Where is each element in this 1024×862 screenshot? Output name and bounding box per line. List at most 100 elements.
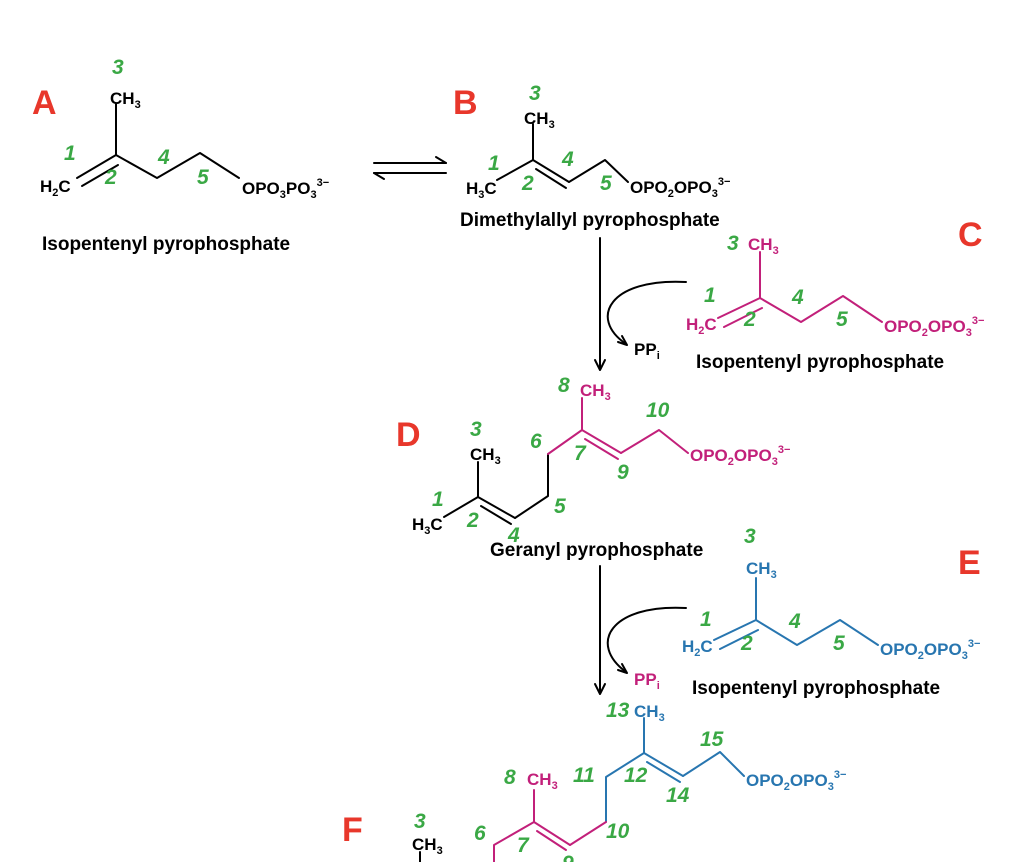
carbon-number: 6 <box>530 430 542 453</box>
carbon-chain <box>620 429 689 454</box>
carbon-number: 14 <box>666 784 690 807</box>
molecule-name: Dimethylallyl pyrophosphate <box>460 210 720 231</box>
methylene-label: H2C <box>682 637 713 659</box>
molecule-f-farnesyl-pyrophosphate: CH3 CH3 CH3 OPO2OPO33− 13 15 11 12 14 8 … <box>412 699 846 862</box>
methyl-label: CH3 <box>746 559 777 581</box>
methyl-label: CH3 <box>634 702 665 724</box>
methyl-label: CH3 <box>524 109 555 131</box>
pyrophosphate-release-label: PPi <box>634 340 660 362</box>
carbon-number: 5 <box>554 495 566 518</box>
carbon-number: 5 <box>833 632 845 655</box>
double-bond-inner <box>719 629 759 650</box>
carbon-number: 11 <box>573 764 595 787</box>
carbon-chain <box>568 159 629 183</box>
double-bond-outer <box>532 159 570 183</box>
double-bond-inner <box>535 168 567 189</box>
pyrophosphate-label: OPO2OPO33− <box>746 769 846 793</box>
carbon-number: 1 <box>432 488 444 511</box>
double-bond-outer <box>581 429 622 454</box>
carbon-number: 1 <box>704 284 716 307</box>
carbon-number: 2 <box>466 509 479 532</box>
pyrophosphate-label: OPO3PO33− <box>242 177 329 201</box>
bond <box>443 496 479 518</box>
carbon-number: 10 <box>646 399 670 422</box>
carbon-number: 5 <box>836 308 848 331</box>
reverse-arrowhead <box>373 172 385 180</box>
double-bond-inner <box>646 761 681 783</box>
forward-arrowhead <box>435 156 447 164</box>
pyrophosphate-label: OPO2OPO33− <box>630 176 730 200</box>
pp-release-curve <box>606 606 687 673</box>
pyrophosphate-label: OPO2OPO33− <box>690 444 790 468</box>
methylene-label: H2C <box>686 315 717 337</box>
carbon-number: 4 <box>157 146 170 169</box>
carbon-number: 2 <box>104 166 117 189</box>
molecule-b-dimethylallyl-pyrophosphate: CH3 H3C OPO2OPO33− 3 1 2 4 5 Dimethylall… <box>460 82 730 231</box>
panel-label-b: B <box>453 84 478 122</box>
double-bond-outer <box>643 752 684 777</box>
carbon-chain <box>605 752 645 823</box>
methyl-label-left: H3C <box>466 179 497 201</box>
carbon-chain <box>755 619 879 646</box>
carbon-chain <box>514 453 549 519</box>
carbon-number: 4 <box>791 286 804 309</box>
panel-label-a: A <box>32 84 57 122</box>
carbon-number: 9 <box>617 461 629 484</box>
carbon-number: 1 <box>488 152 500 175</box>
carbon-number: 3 <box>727 232 739 255</box>
carbon-number: 4 <box>788 610 801 633</box>
carbon-chain <box>682 751 745 777</box>
carbon-number: 10 <box>606 820 630 843</box>
carbon-number: 5 <box>197 166 209 189</box>
carbon-number: 1 <box>700 608 712 631</box>
carbon-number: 3 <box>744 525 756 548</box>
molecule-d-geranyl-pyrophosphate: CH3 H3C CH3 OPO2OPO33− 3 1 2 4 5 6 7 8 9… <box>412 374 790 561</box>
double-bond-inner <box>584 438 619 460</box>
methyl-label: CH3 <box>110 89 141 111</box>
pyrophosphate-label: OPO2OPO33− <box>880 638 980 662</box>
carbon-number: 8 <box>558 374 570 397</box>
pyrophosphate-release-label: PPi <box>634 670 660 692</box>
carbon-number: 13 <box>606 699 630 722</box>
pp-release-arrowhead <box>617 335 628 346</box>
double-bond-inner <box>81 164 119 187</box>
panel-label-f: F <box>342 811 363 849</box>
double-bond-inner <box>536 830 567 851</box>
carbon-number: 2 <box>743 308 756 331</box>
carbon-number: 6 <box>474 822 486 845</box>
molecule-name: Geranyl pyrophosphate <box>490 540 703 561</box>
molecule-e-isopentenyl-pyrophosphate: CH3 H2C OPO2OPO33− 3 1 2 4 5 Isopentenyl… <box>682 525 980 699</box>
carbon-number: 3 <box>112 56 124 79</box>
molecule-name: Isopentenyl pyrophosphate <box>42 234 290 255</box>
double-bond-outer <box>76 154 117 179</box>
pyrophosphate-label: OPO2OPO33− <box>884 315 984 339</box>
carbon-number: 4 <box>561 148 574 171</box>
carbon-number: 1 <box>64 142 76 165</box>
molecule-name: Isopentenyl pyrophosphate <box>696 352 944 373</box>
carbon-number: 3 <box>414 810 426 833</box>
double-bond-inner <box>723 307 763 328</box>
molecule-name: Isopentenyl pyrophosphate <box>692 678 940 699</box>
carbon-number: 2 <box>740 632 753 655</box>
condensation-arrow-2: PPi <box>594 565 687 695</box>
carbon-number: 8 <box>504 766 516 789</box>
equilibrium-arrows <box>373 156 447 180</box>
carbon-number: 5 <box>600 172 612 195</box>
methyl-label: CH3 <box>580 381 611 403</box>
methyl-label: CH3 <box>748 235 779 257</box>
reaction-arrowhead <box>594 683 606 695</box>
double-bond-outer <box>477 496 516 519</box>
panel-label-c: C <box>958 216 983 254</box>
double-bond-outer <box>717 297 761 319</box>
carbon-number: 7 <box>517 834 530 857</box>
methyl-label: CH3 <box>470 445 501 467</box>
pp-release-arrowhead <box>617 663 628 674</box>
carbon-chain <box>493 821 535 862</box>
reaction-arrowhead <box>594 359 606 371</box>
methyl-label: CH3 <box>527 770 558 792</box>
double-bond-outer <box>533 821 571 846</box>
carbon-number: 15 <box>700 728 724 751</box>
carbon-number: 7 <box>574 442 587 465</box>
bond <box>569 821 607 846</box>
